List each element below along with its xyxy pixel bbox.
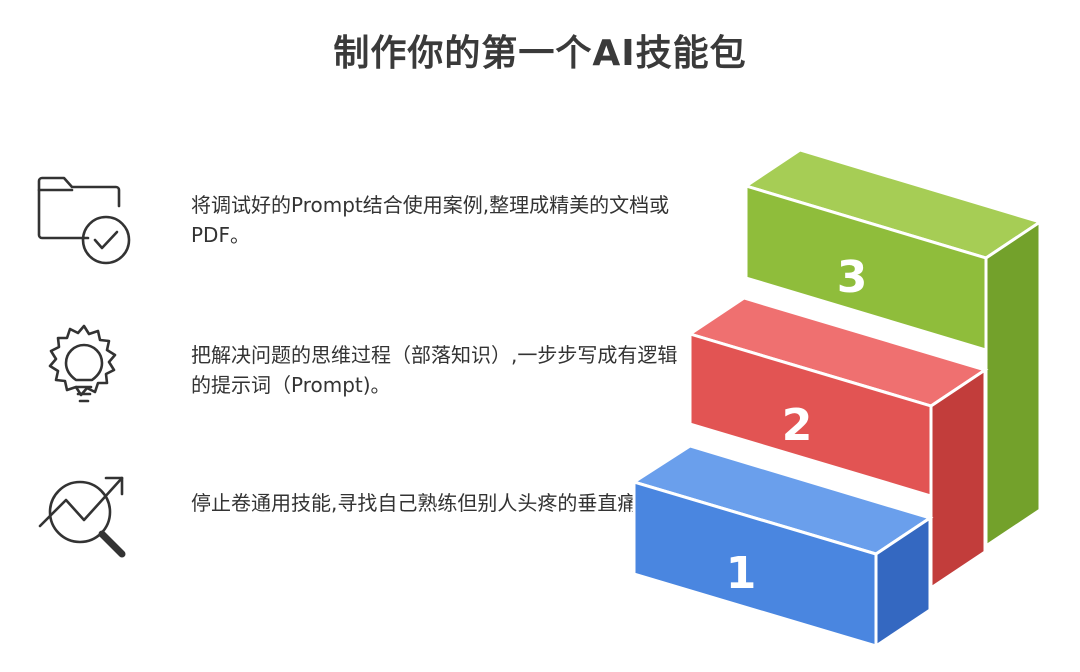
step-number-3: 3 xyxy=(837,252,868,303)
step-text-3: 将调试好的Prompt结合使用案例,整理成精美的文档或PDF。 xyxy=(191,193,670,247)
lightbulb-gear-icon xyxy=(36,322,132,418)
step-description-1: 停止卷通用技能,寻找自己熟练但别人头疼的垂直痛点。 xyxy=(36,470,696,570)
step-1-side-face xyxy=(874,515,932,649)
step-text-2: 把解决问题的思维过程（部落知识）,一步步写成有逻辑的提示词（Prompt)。 xyxy=(191,343,678,397)
step-block-3 xyxy=(742,148,1044,549)
step-3-side-face xyxy=(984,219,1042,549)
page-title: 制作你的第一个AI技能包 xyxy=(333,33,747,74)
step-2-side-face xyxy=(929,367,987,591)
step-number-2: 2 xyxy=(782,400,813,451)
step-text-1: 停止卷通用技能,寻找自己熟练但别人头疼的垂直痛点。 xyxy=(191,491,678,515)
trend-search-icon xyxy=(36,470,132,566)
step-description-3: 将调试好的Prompt结合使用案例,整理成精美的文档或PDF。 xyxy=(36,172,696,272)
step-description-2: 把解决问题的思维过程（部落知识）,一步步写成有逻辑的提示词（Prompt)。 xyxy=(36,322,696,422)
step-number-1: 1 xyxy=(726,548,757,599)
folder-check-icon xyxy=(36,172,132,268)
step-block-1 xyxy=(630,444,934,649)
